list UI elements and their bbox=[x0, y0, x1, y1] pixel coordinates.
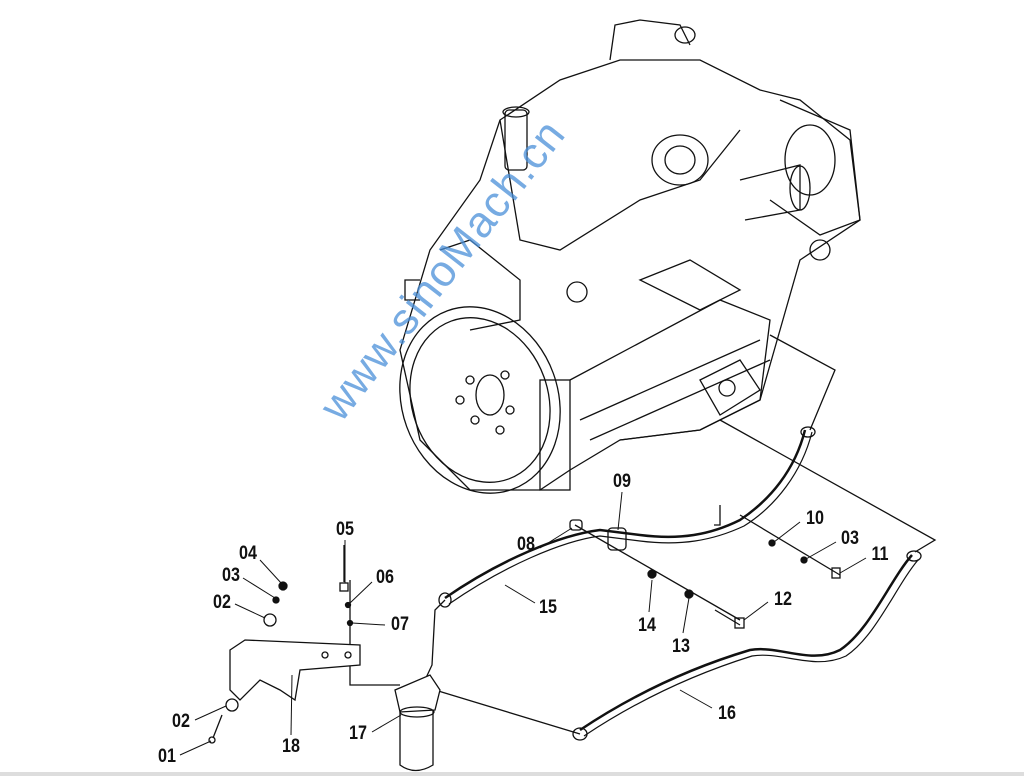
callout-18: 18 bbox=[282, 736, 300, 757]
callout-03: 03 bbox=[841, 528, 859, 549]
callout-02: 02 bbox=[213, 592, 231, 613]
callout-02: 02 bbox=[172, 711, 190, 732]
callout-13: 13 bbox=[672, 636, 690, 657]
callout-10: 10 bbox=[806, 508, 824, 529]
clamp-assembly bbox=[569, 505, 841, 629]
callout-09: 09 bbox=[613, 471, 631, 492]
bottom-edge bbox=[0, 772, 1024, 776]
leader-lines bbox=[179, 491, 867, 756]
callout-08: 08 bbox=[517, 534, 535, 555]
callout-06: 06 bbox=[376, 567, 394, 588]
callout-05: 05 bbox=[336, 519, 354, 540]
callout-04: 04 bbox=[239, 543, 257, 564]
callout-14: 14 bbox=[638, 615, 656, 636]
filter bbox=[394, 674, 441, 772]
bracket bbox=[208, 545, 361, 744]
engine-block bbox=[399, 19, 861, 494]
callout-17: 17 bbox=[349, 723, 367, 744]
callout-11: 11 bbox=[871, 544, 889, 565]
hoses bbox=[349, 334, 937, 741]
callout-01: 01 bbox=[158, 746, 176, 767]
callout-12: 12 bbox=[774, 589, 792, 610]
callout-15: 15 bbox=[539, 597, 557, 618]
callout-03: 03 bbox=[222, 565, 240, 586]
callout-16: 16 bbox=[718, 703, 736, 724]
callout-07: 07 bbox=[391, 614, 409, 635]
